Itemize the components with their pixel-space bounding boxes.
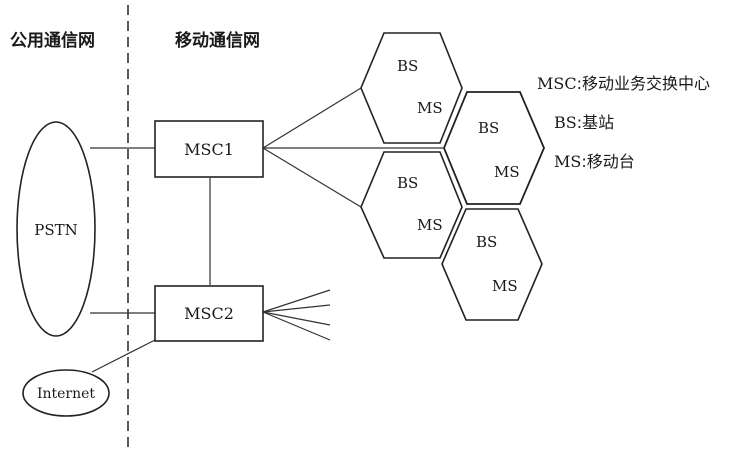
cell-4-hexagon (441, 208, 543, 321)
legend: MSC:移动业务交换中心 BS:基站 MS:移动台 (537, 74, 710, 171)
internet-node: Internet (22, 369, 110, 417)
legend-bs-abbr: BS (554, 113, 577, 132)
msc2-label: MSC2 (184, 304, 234, 323)
legend-ms-desc: 移动台 (587, 152, 635, 171)
pstn-node: PSTN (16, 121, 96, 337)
cell-1-hexagon (360, 32, 463, 144)
internet-label: Internet (37, 386, 95, 402)
legend-msc-abbr: MSC (537, 74, 577, 93)
legend-msc-desc: 移动业务交换中心 (582, 74, 710, 93)
legend-bs-desc: 基站 (582, 113, 614, 132)
cell-3-ms-label: MS (417, 216, 443, 234)
cell-3-hexagon (360, 151, 463, 259)
link-internet-msc2 (91, 339, 156, 373)
cell-3: BS MS (360, 151, 463, 259)
link-msc2-ray4 (262, 311, 331, 341)
public-network-header: 公用通信网 (10, 30, 95, 51)
cell-2-ms-label: MS (494, 163, 520, 181)
mobile-network-header: 移动通信网 (175, 30, 260, 51)
cell-4-ms-label: MS (492, 277, 518, 295)
legend-bs: BS:基站 (554, 113, 614, 132)
cell-1-ms-label: MS (417, 99, 443, 117)
legend-ms: MS:移动台 (554, 152, 635, 171)
msc1-node: MSC1 (154, 120, 264, 178)
link-msc1-bs1 (262, 87, 362, 149)
cell-1: BS MS (360, 32, 463, 144)
cell-1-bs-label: BS (397, 57, 418, 75)
connections (90, 87, 446, 373)
cell-2-hexagon (443, 91, 545, 205)
link-msc2-ray3 (262, 311, 331, 326)
cell-4: BS MS (441, 208, 543, 321)
pstn-label: PSTN (34, 221, 78, 239)
link-msc1-bs3 (262, 147, 362, 208)
link-msc2-ray2 (262, 304, 331, 313)
cell-3-bs-label: BS (397, 174, 418, 192)
msc1-label: MSC1 (184, 140, 234, 159)
cell-4-bs-label: BS (476, 233, 497, 251)
legend-msc: MSC:移动业务交换中心 (537, 74, 710, 93)
cell-2: BS MS (443, 91, 545, 205)
link-msc2-ray1 (262, 289, 331, 313)
cell-2-bs-label: BS (478, 119, 499, 137)
legend-ms-abbr: MS (554, 152, 581, 171)
msc2-node: MSC2 (154, 285, 264, 342)
